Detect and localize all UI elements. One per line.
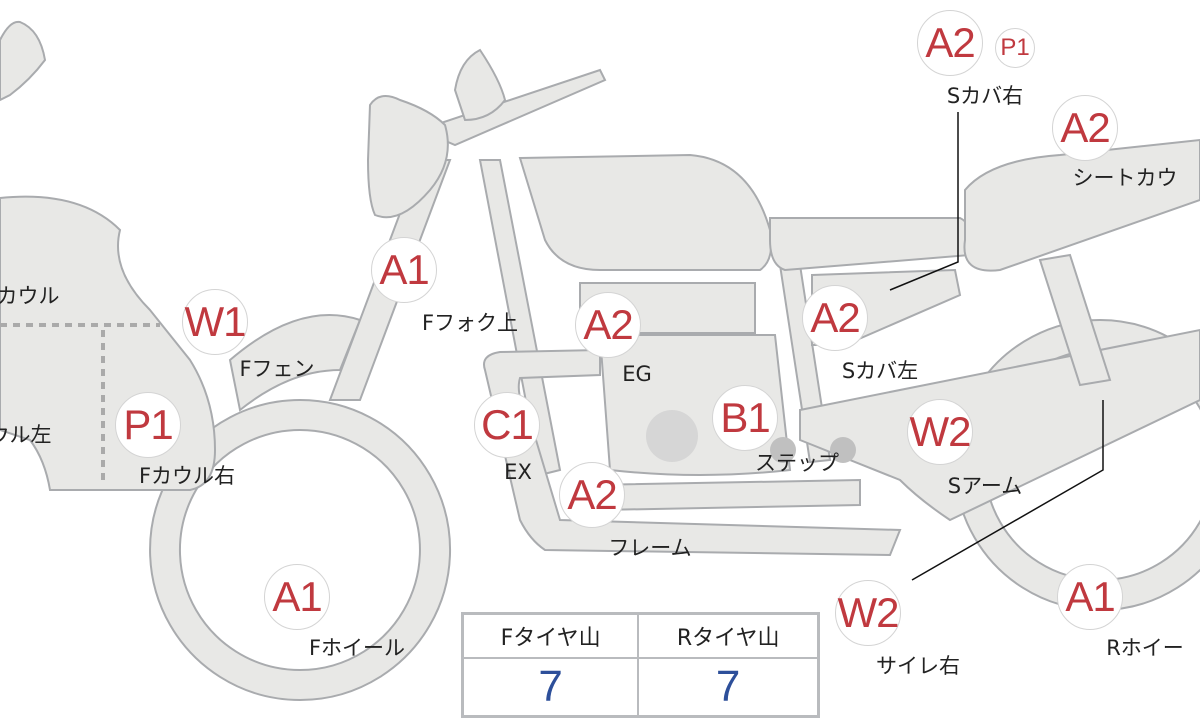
rear-shock [1038,253,1112,387]
part-label: ウル左 [0,423,52,447]
part-label: EG [622,362,652,386]
damage-code-badge: W1 [182,289,248,355]
damage-code-badge: A1 [264,564,330,630]
front-tire-value: 7 [461,657,640,718]
part-label: Fフォク上 [421,311,519,335]
part-label: サイレ右 [876,654,960,678]
part-label: Fカウル右 [138,464,236,488]
damage-code-badge: W2 [835,580,901,646]
damage-code-badge: W2 [907,399,973,465]
part-label: Sカバ右 [946,84,1024,108]
damage-code-badge: A2 [559,462,625,528]
fuel-tank [518,153,773,271]
rear-tire-value: 7 [637,657,820,718]
damage-code-badge: A1 [371,237,437,303]
part-label: フレーム [608,536,692,560]
damage-code-badge: P1 [115,392,181,458]
seat [769,217,973,272]
damage-code-badge: P1 [995,28,1035,68]
meter [453,48,507,122]
damage-code-badge: A2 [1052,95,1118,161]
part-label: Sアーム [947,474,1023,498]
damage-code-badge: A2 [575,292,641,358]
rear-tire-header: Rタイヤ山 [637,612,820,659]
engine-cover [646,410,698,462]
headlight [366,95,449,219]
damage-code-badge: A2 [802,285,868,351]
part-label: EX [504,460,532,484]
leader-line [889,112,959,291]
damage-code-badge: A1 [1057,564,1123,630]
tire-tread-table: Fタイヤ山 Rタイヤ山 7 7 [461,612,820,718]
step-peg [770,437,796,463]
part-label: Sカバ左 [841,359,919,383]
part-label: カウル [0,284,60,308]
step-peg [830,437,856,463]
frame-lower [588,478,861,512]
mirror [0,20,47,102]
damage-code-badge: A2 [917,10,983,76]
part-label: Fホイール [308,636,406,660]
seat-cowl [963,138,1200,272]
part-label: Fフェン [239,357,315,381]
front-tire-header: Fタイヤ山 [461,612,640,659]
part-label: ステップ [755,451,839,475]
part-label: Rホイー [1106,636,1184,660]
part-label: シートカウ [1072,166,1178,190]
leader-line [911,400,1104,581]
damage-code-badge: B1 [712,385,778,451]
damage-code-badge: C1 [474,392,540,458]
